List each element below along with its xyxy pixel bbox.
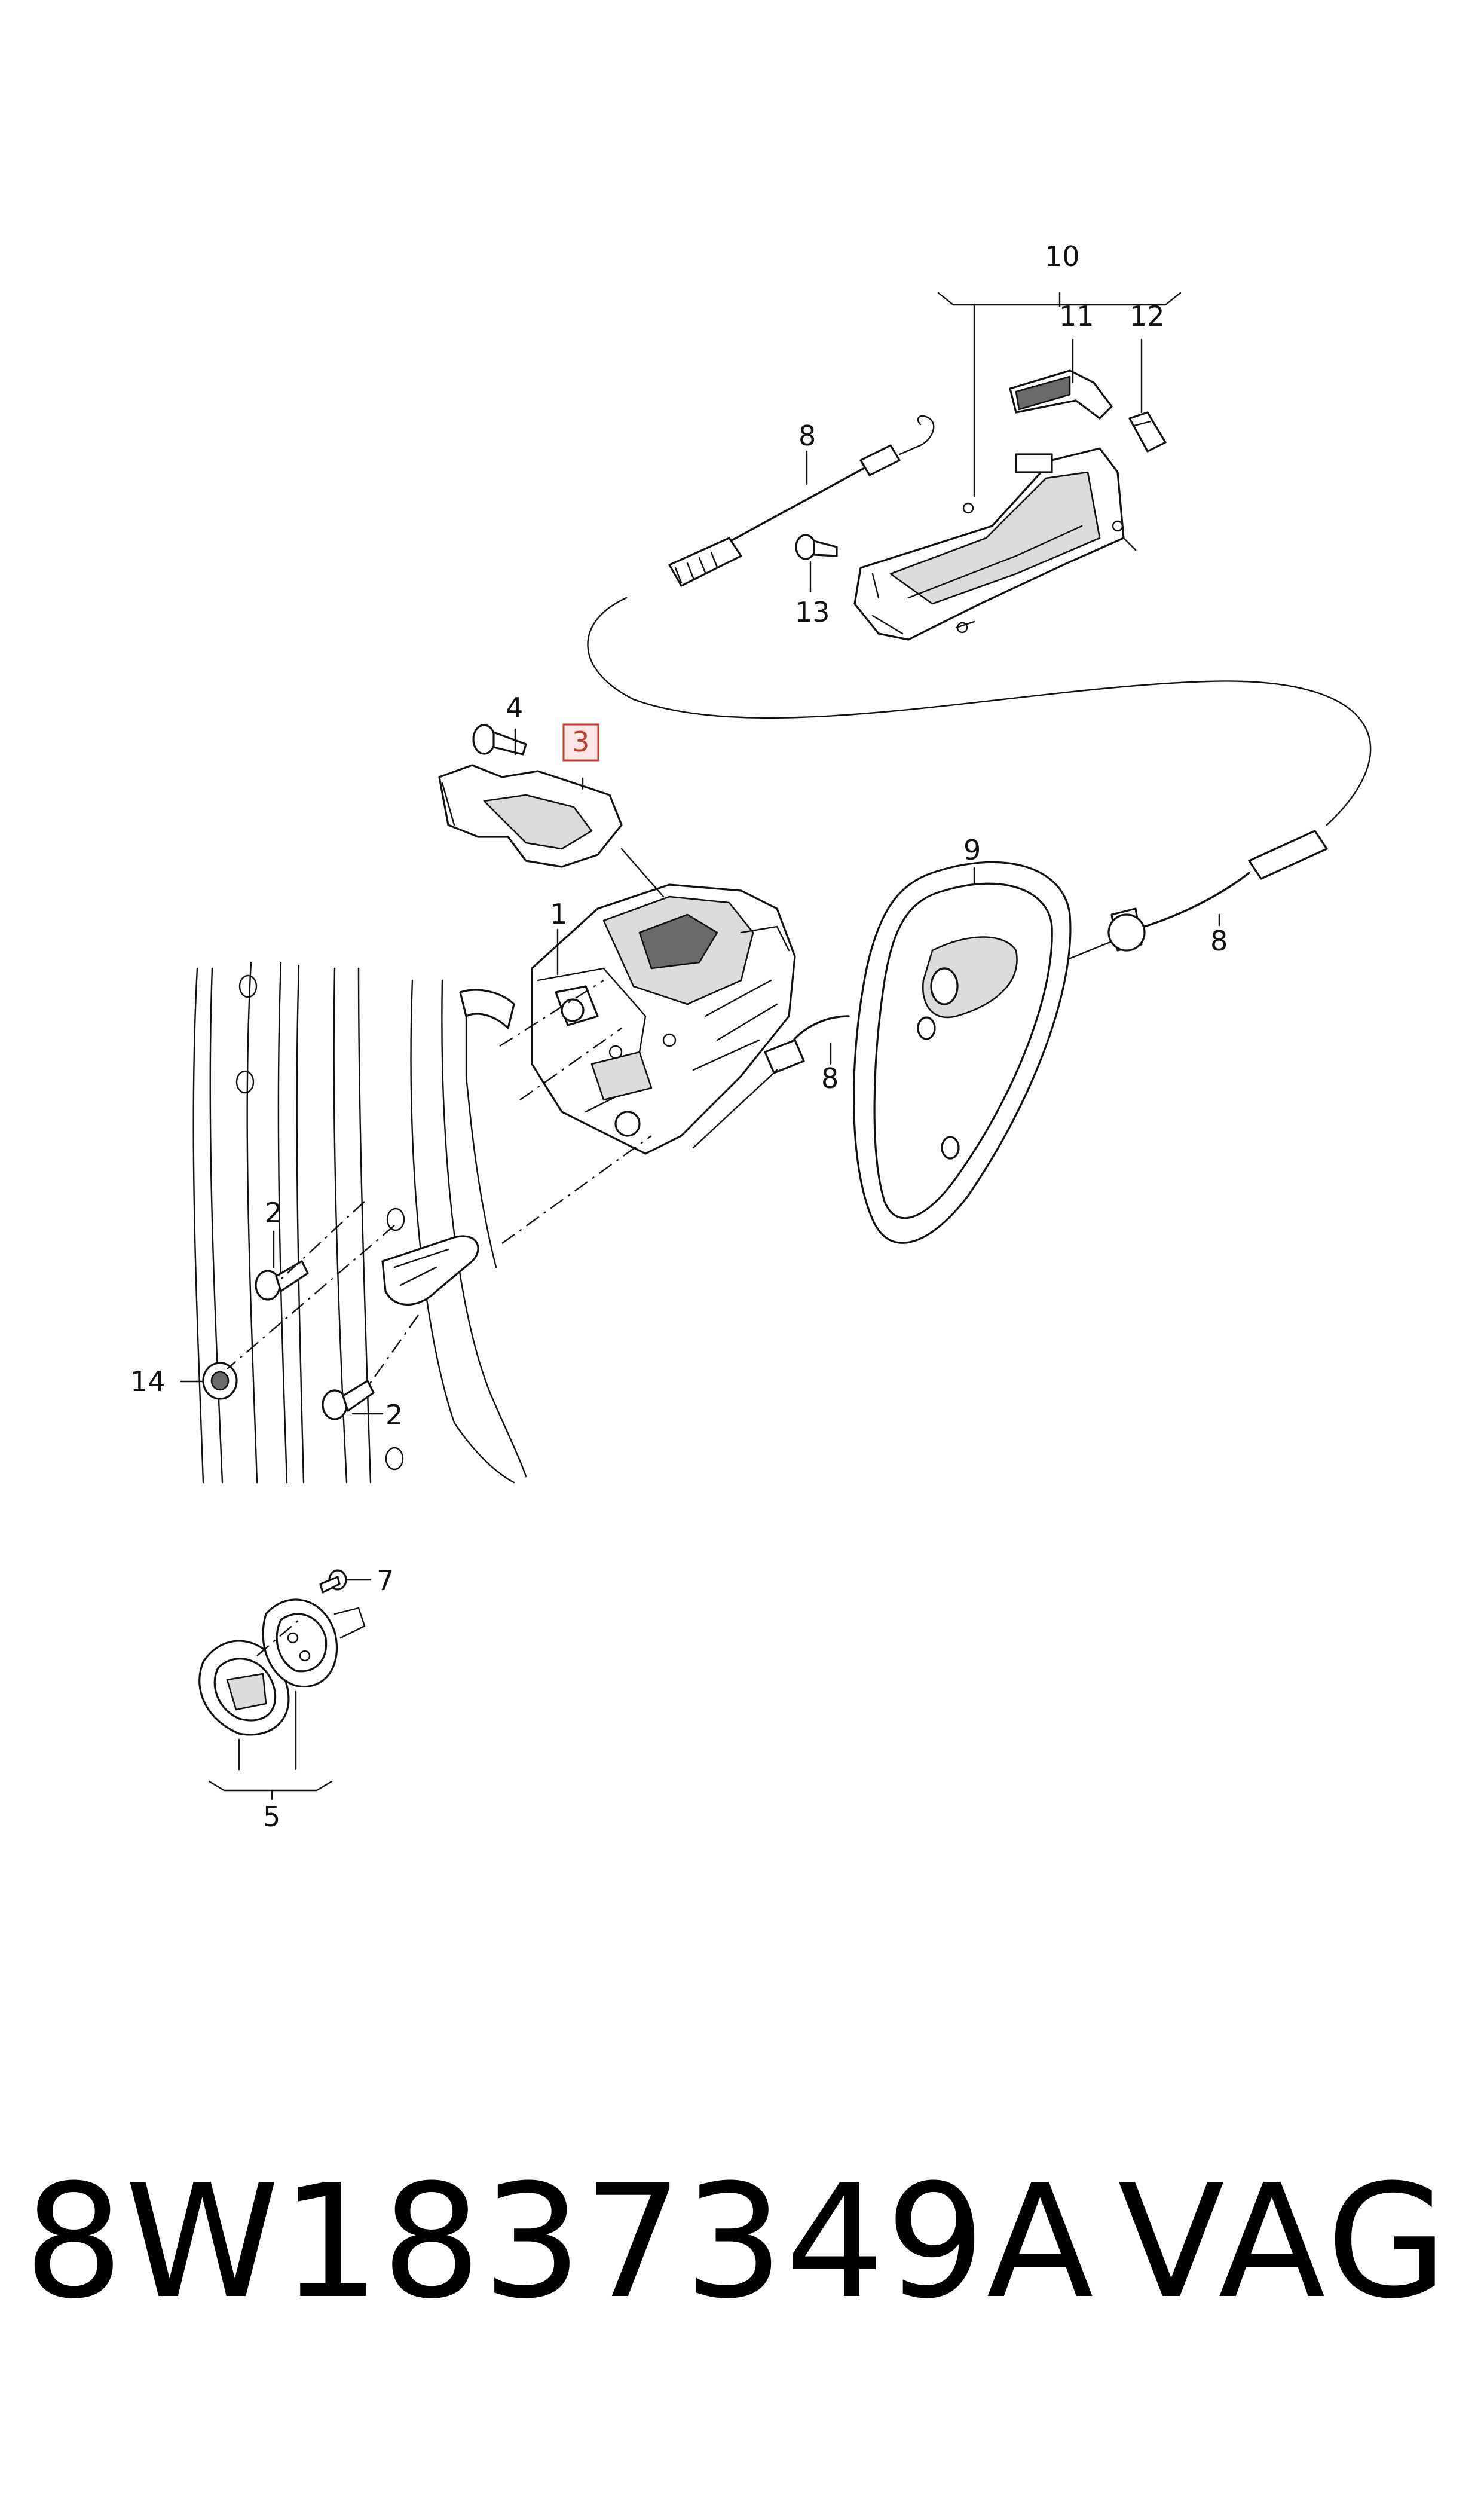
callout-14: 14 (130, 1365, 166, 1398)
callout-13: 13 (795, 596, 830, 628)
screw-2b (322, 1380, 375, 1420)
callout-2-upper: 2 (265, 1197, 282, 1229)
callout-11: 11 (1059, 300, 1094, 332)
screw-4 (472, 724, 527, 756)
lock-cover (438, 764, 623, 868)
callout-8-right: 8 (1210, 925, 1228, 957)
leader-lines (179, 292, 1220, 1800)
callout-8-top: 8 (798, 420, 816, 452)
door-frame (192, 961, 527, 1484)
callouts: 10 11 12 8 13 4 3 1 9 9 9 8 8 2 14 2 7 5 (130, 240, 1228, 1833)
right-cable (1015, 830, 1328, 982)
callout-2-lower: 2 (385, 1399, 403, 1431)
callout-3: 3 (572, 726, 589, 758)
screw-2a (255, 1260, 309, 1301)
upper-cable (587, 415, 1372, 826)
handle-lever (1009, 369, 1113, 420)
handle-assembly (853, 447, 1137, 641)
callout-5: 5 (263, 1800, 280, 1833)
callout-3-highlight (562, 723, 599, 762)
lock-cable (692, 1015, 850, 1149)
handle-bezel (853, 861, 1072, 1244)
screw-13 (795, 534, 838, 560)
door-lock (531, 883, 796, 1155)
brand: VAG (1118, 2151, 1452, 2333)
footer: 8W1837349A VAG (24, 2164, 1458, 2379)
assembly-lines (227, 979, 652, 1656)
callout-7: 7 (377, 1564, 394, 1597)
callout-4: 4 (506, 692, 523, 724)
callout-10: 10 (1045, 240, 1080, 273)
part-number: 8W1837349A (24, 2151, 1095, 2333)
screw-7 (319, 1569, 347, 1594)
callout-12: 12 (1130, 300, 1165, 332)
handle-clip (1128, 411, 1167, 453)
callout-8-mid: 8 (821, 1062, 839, 1095)
callout-1: 1 (550, 898, 567, 930)
washer-14 (202, 1362, 238, 1400)
striker-plates (198, 1598, 366, 1736)
